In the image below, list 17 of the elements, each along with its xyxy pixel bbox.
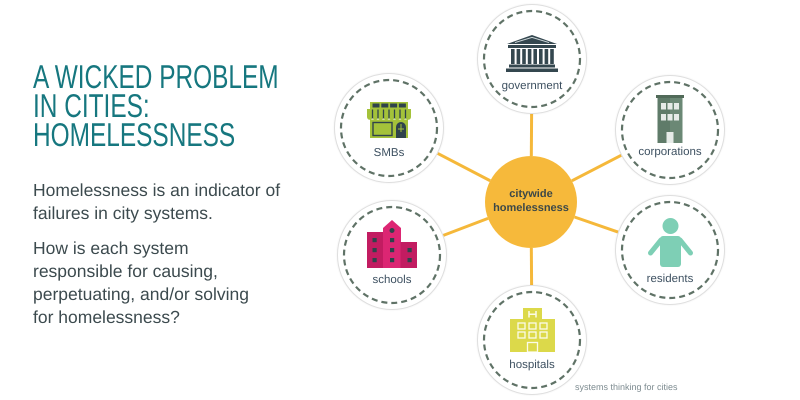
node-label: schools [372, 273, 412, 287]
connector-line [530, 114, 534, 156]
node-label: corporations [638, 145, 702, 159]
node-label: residents [646, 272, 694, 286]
node-label: SMBs [374, 146, 404, 160]
footer-note: systems thinking for cities [575, 382, 678, 393]
connector-line [571, 154, 622, 182]
hub-label: citywide homelessness [492, 187, 570, 215]
connector-line [574, 216, 618, 234]
intro-text: Homelessness is an indicator of failures in city systems. [33, 179, 282, 225]
node-label: government [502, 79, 562, 93]
connector-line [442, 216, 489, 237]
connector-line [437, 152, 491, 182]
question-text: How is each system responsible for causing, perpetuating, and/or solving for homelessness? [33, 237, 250, 329]
node-label: hospitals [509, 358, 555, 372]
title: A WICKED PROBLEM IN CITIES: HOMELESSNESS [33, 62, 280, 149]
connector-line [530, 248, 534, 286]
